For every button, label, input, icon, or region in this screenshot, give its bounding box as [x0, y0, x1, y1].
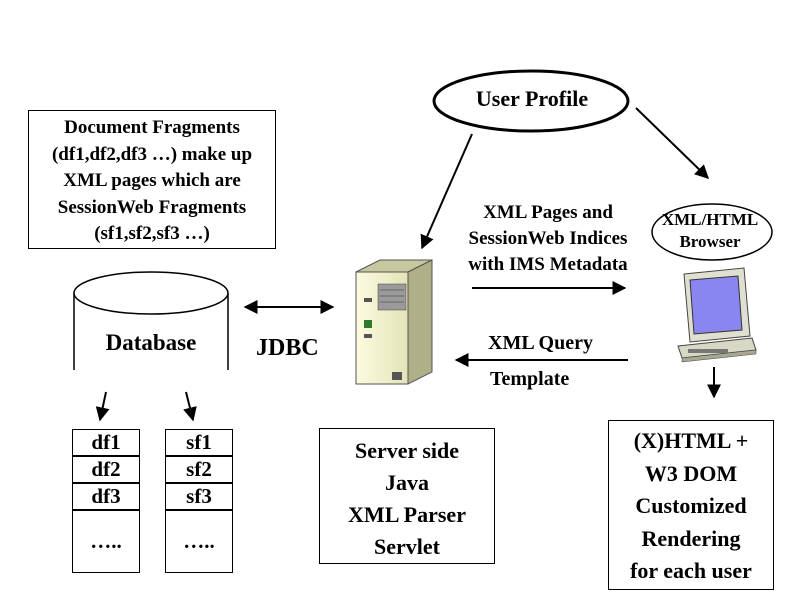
- xml-pages-label: XML Pages and SessionWeb Indices with IM…: [448, 200, 648, 278]
- user-profile-label: User Profile: [475, 86, 589, 111]
- browser-line: Browser: [679, 232, 741, 251]
- browser-ellipse: [651, 203, 773, 261]
- profile-to-browser-arrow: [635, 107, 710, 179]
- fragment-row: df1: [73, 430, 139, 457]
- fragment-row: df2: [73, 457, 139, 484]
- xml-query-label: XML Query: [488, 332, 593, 354]
- render-box-line: Rendering: [641, 525, 741, 551]
- server-box-line: Servlet: [374, 534, 440, 559]
- server-box-line: Java: [385, 470, 429, 495]
- render-box-line: (X)HTML +: [633, 428, 749, 453]
- doc-note-line: Document Fragments: [64, 117, 240, 138]
- fragment-row: sf3: [166, 484, 232, 511]
- server-icon: [355, 259, 433, 385]
- doc-note-line: XML pages which are: [63, 170, 241, 191]
- computer-icon: [677, 267, 757, 363]
- server-side-box: Server side Java XML Parser Servlet: [319, 428, 495, 564]
- database-icon: [73, 271, 229, 395]
- fragment-row: df3: [73, 484, 139, 511]
- rendering-box: (X)HTML + W3 DOM Customized Rendering fo…: [608, 420, 774, 590]
- fragment-ellipsis: …..: [90, 529, 122, 553]
- document-fragments-note: Document Fragments (df1,df2,df3 …) make …: [28, 110, 276, 249]
- df-fragments-table: df1 df2 df3 …..: [72, 429, 140, 573]
- db-to-df-arrow: [95, 391, 110, 422]
- database-label: Database: [105, 330, 197, 355]
- server-box-line: XML Parser: [348, 502, 466, 527]
- db-to-sf-arrow: [183, 391, 197, 422]
- render-box-line: for each user: [630, 558, 752, 583]
- profile-to-server-arrow: [420, 133, 473, 250]
- doc-note-line: (sf1,sf2,sf3 …): [94, 223, 210, 244]
- server-box-line: Server side: [354, 438, 460, 463]
- xml-pages-line: XML Pages and: [483, 202, 613, 223]
- fragment-row: sf2: [166, 457, 232, 484]
- xml-pages-line: SessionWeb Indices: [468, 228, 628, 249]
- render-box-line: W3 DOM: [644, 460, 738, 486]
- template-label: Template: [490, 368, 570, 390]
- fragment-row: sf1: [166, 430, 232, 457]
- browser-line: XML/HTML: [661, 210, 759, 229]
- render-box-line: Customized: [635, 493, 747, 518]
- jdbc-label: JDBC: [256, 335, 319, 361]
- browser-label: XML/HTML Browser: [650, 209, 770, 253]
- doc-note-line: (df1,df2,df3 …) make up: [51, 143, 253, 165]
- doc-note-line: SessionWeb Fragments: [57, 196, 247, 218]
- fragment-ellipsis: …..: [183, 529, 215, 553]
- sf-fragments-table: sf1 sf2 sf3 …..: [165, 429, 233, 573]
- xml-pages-line: with IMS Metadata: [468, 254, 628, 275]
- user-profile-ellipse: [432, 69, 630, 133]
